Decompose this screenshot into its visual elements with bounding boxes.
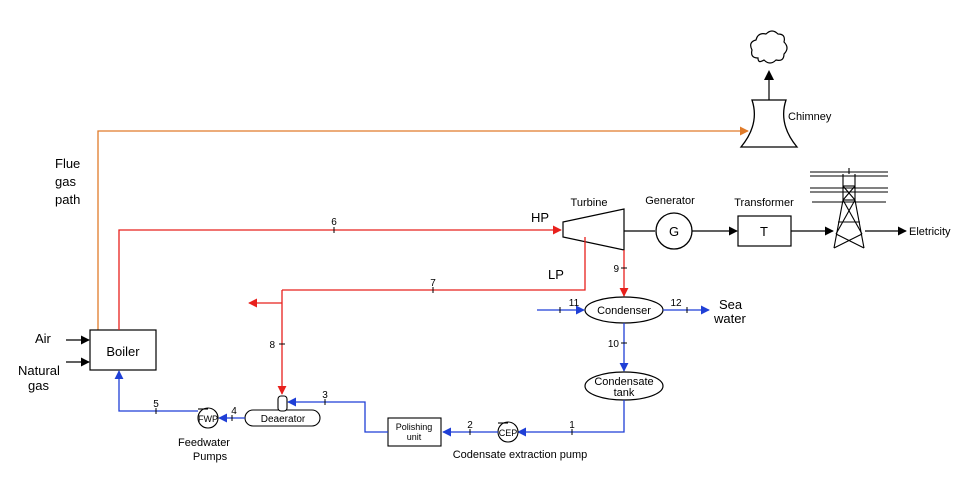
generator-label: Generator [645,195,695,207]
stream-6-line [118,225,562,330]
svg-text:gas: gas [55,174,76,189]
stream-11-label: 11 [569,298,580,309]
svg-text:path: path [55,192,80,207]
deaerator [244,395,321,427]
turbine-label: Turbine [571,197,608,209]
deaerator-label: Deaerator [261,414,306,425]
chimney-label: Chimney [788,111,832,123]
feedwater-pumps-label-1: Feedwater [178,437,230,449]
natural-gas-label: Natural gas [18,363,60,393]
hp-label: HP [531,210,549,225]
flue-gas-line [97,126,749,330]
polishing-unit [387,417,442,447]
lp-label: LP [548,267,564,282]
svg-text:Natural: Natural [18,363,60,378]
fwp-label: FWP [198,414,218,424]
air-label: Air [35,331,52,346]
fwp-pump-icon [197,407,219,429]
generator-symbol: G [669,224,679,239]
turbine [562,208,625,251]
stream-7-label: 7 [430,278,436,289]
cep-label: CEP [499,428,518,438]
transformer-label: Transformer [734,197,794,209]
stream-1-label: 1 [569,420,575,431]
electricity-label: Eletricity [909,226,951,238]
condensate-tank-label-2: tank [614,387,635,399]
flue-gas-label: Flue gas path [55,156,80,207]
stream-2-label: 2 [467,420,473,431]
stream-12-label: 12 [670,298,682,309]
boiler [89,329,157,371]
stream-1-line [517,400,625,437]
stream-5-line [114,370,198,412]
condensate-tank-label-1: Condensate [594,376,653,388]
svg-text:water: water [713,311,746,326]
svg-text:Sea: Sea [719,297,743,312]
stream-6-label: 6 [331,217,337,228]
boiler-label: Boiler [106,344,140,359]
stream-9-label: 9 [613,264,619,275]
transformer-symbol: T [760,224,768,239]
feedwater-pumps-label-2: Pumps [193,451,228,463]
svg-text:gas: gas [28,378,49,393]
condenser-label: Condenser [597,305,651,317]
cep-caption: Codensate extraction pump [453,449,588,461]
chimney-icon [739,30,799,148]
stream-3-label: 3 [322,390,328,401]
stream-10-label: 10 [608,339,620,350]
transmission-tower-icon [810,168,888,249]
sea-water-label: Sea water [713,297,746,326]
svg-text:Flue: Flue [55,156,80,171]
stream-8-label: 8 [269,340,275,351]
stream-4-label: 4 [231,406,237,417]
polishing-unit-label-1: Polishing [396,422,433,432]
polishing-unit-label-2: unit [407,432,422,442]
stream-7-line [282,237,586,291]
stream-5-label: 5 [153,399,159,410]
stream-3-line [287,397,388,433]
